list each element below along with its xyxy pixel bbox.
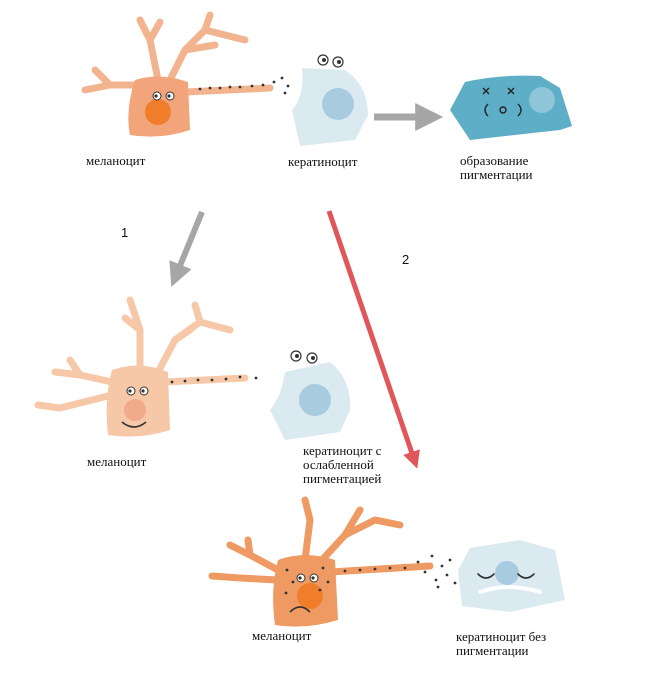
keratinocyte-top <box>292 54 368 146</box>
pigment-granules-top <box>198 76 290 95</box>
path-2-number: 2 <box>402 252 409 267</box>
path-1-number: 1 <box>121 225 128 240</box>
melanocyte-label-mid: меланоцит <box>87 454 147 469</box>
keratinocyte-label-top: кератиноцит <box>288 154 358 169</box>
keratinocyte-weak <box>270 350 351 440</box>
keratinocyte-weak-label-line2: ослабленной <box>303 457 374 472</box>
keratinocyte-no-pigment-label-line2: пигментации <box>456 643 529 658</box>
keratinocyte-no-pigment <box>458 540 565 612</box>
pigment-granules-bottom <box>343 554 457 589</box>
pigmentation-label-line2: пигментации <box>460 167 533 182</box>
keratinocyte-weak-label-line3: пигментацией <box>303 471 381 486</box>
melanocyte-pale <box>34 296 249 437</box>
nucleus <box>145 99 171 125</box>
melanocyte-top <box>81 11 274 137</box>
melanocyte-label-top: меланоцит <box>86 153 146 168</box>
arrow-path-2 <box>326 210 420 469</box>
melanocyte-label-bottom: меланоцит <box>252 628 312 643</box>
melanocyte-sad <box>208 496 434 627</box>
pigmented-keratinocyte <box>450 75 572 140</box>
pigmentation-label-line1: образование <box>460 153 529 168</box>
keratinocyte-no-pigment-label-line1: кератиноцит без <box>456 629 546 644</box>
pigment-granules-mid <box>170 375 258 384</box>
keratinocyte-weak-label-line1: кератиноцит с <box>303 443 382 458</box>
arrow-path-1 <box>169 210 205 287</box>
